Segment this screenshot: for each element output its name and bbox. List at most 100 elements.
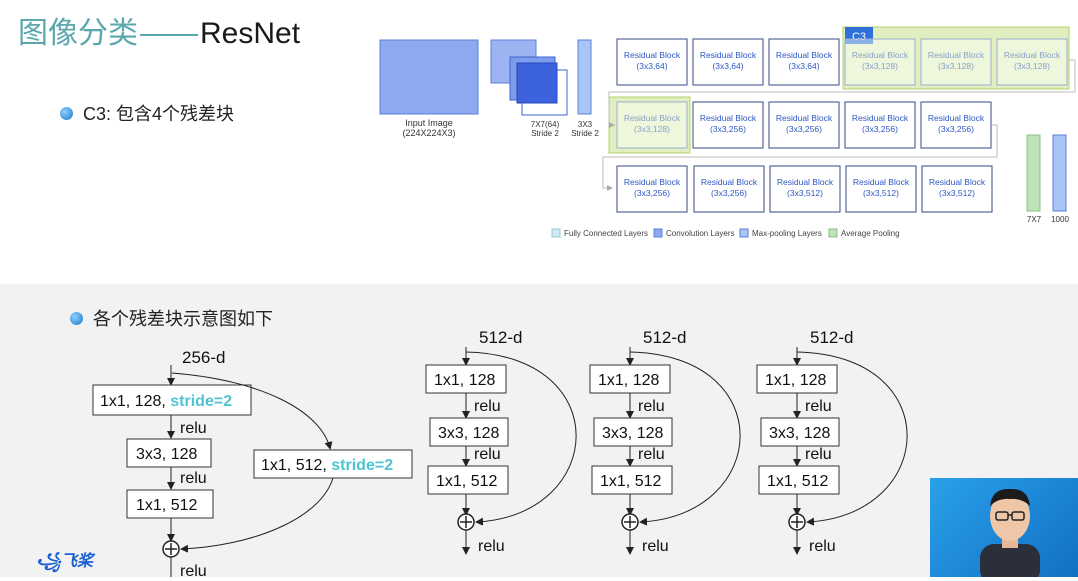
title-en: ResNet bbox=[200, 17, 301, 50]
b4-relu2: relu bbox=[805, 446, 832, 463]
fc-7x7-rect bbox=[1026, 134, 1041, 212]
fc-1000-label: 1000 bbox=[1051, 215, 1069, 224]
b1-layer1-stride: stride=2 bbox=[170, 393, 232, 410]
pool-stride: Stride 2 bbox=[571, 129, 599, 138]
residual-block-dim: (3x3,128) bbox=[1014, 61, 1050, 71]
b2-layer3-box bbox=[427, 465, 509, 495]
residual-block-name: Residual Block bbox=[928, 50, 985, 60]
residual-block-dim: (3x3,256) bbox=[634, 188, 670, 198]
bullet-c3-text: C3: 包含4个残差块 bbox=[83, 104, 235, 124]
pool-label: 3X3 bbox=[578, 120, 593, 129]
residual-block-dim: (3x3,256) bbox=[786, 124, 822, 134]
residual-block-name: Residual Block bbox=[929, 177, 986, 187]
paddle-logo: ꧁飞桨 bbox=[36, 547, 93, 581]
b2-relu1: relu bbox=[474, 398, 501, 415]
residual-block-dim: (3x3,256) bbox=[938, 124, 974, 134]
residual-block-dim: (3x3,256) bbox=[862, 124, 898, 134]
residual-block-name: Residual Block bbox=[700, 113, 757, 123]
b3-layer1-box bbox=[589, 364, 671, 394]
b1-relu3: relu bbox=[180, 563, 207, 577]
residual-block-box bbox=[844, 101, 916, 149]
residual-block-box bbox=[692, 101, 764, 149]
b2-relu3: relu bbox=[478, 538, 505, 555]
svg-text:1x1, 128, stride=2: 1x1, 128, stride=2 bbox=[100, 393, 232, 410]
legend-fc: Fully Connected Layers bbox=[564, 229, 648, 238]
residual-block-box bbox=[845, 165, 917, 213]
residual-block-dim: (3x3,512) bbox=[787, 188, 823, 198]
b4-relu3: relu bbox=[809, 538, 836, 555]
conv-stride: Stride 2 bbox=[531, 129, 559, 138]
b4-layer3-box bbox=[758, 465, 840, 495]
residual-block-name: Residual Block bbox=[624, 50, 681, 60]
conv-label: 7X7(64) bbox=[531, 120, 560, 129]
residual-block-dim: (3x3,128) bbox=[634, 124, 670, 134]
input-image-size: (224X224X3) bbox=[402, 128, 455, 138]
residual-row-1: Residual Block(3x3,64)Residual Block(3x3… bbox=[616, 38, 1068, 86]
bullet-blocks: 各个残差块示意图如下 bbox=[70, 305, 273, 331]
residual-block-name: Residual Block bbox=[852, 50, 909, 60]
title-dash bbox=[140, 34, 198, 37]
b4-layer3: 1x1, 512 bbox=[767, 473, 828, 490]
residual-block-box bbox=[616, 101, 688, 149]
b4-layer2: 3x3, 128 bbox=[769, 425, 830, 442]
pool-rect bbox=[577, 39, 592, 115]
input-image-label: Input Image bbox=[405, 118, 453, 128]
residual-block-box bbox=[616, 165, 688, 213]
b4-input-dim: 512-d bbox=[810, 328, 853, 347]
c3-tag: C3 bbox=[852, 31, 866, 43]
logo-text: 飞桨 bbox=[61, 553, 94, 570]
b3-input-dim: 512-d bbox=[643, 328, 686, 347]
residual-block-name: Residual Block bbox=[852, 113, 909, 123]
residual-block-box bbox=[768, 101, 840, 149]
residual-block-name: Residual Block bbox=[777, 177, 834, 187]
paddle-logo-icon: ꧁ bbox=[36, 553, 61, 570]
fc-1000-rect bbox=[1052, 134, 1067, 212]
presenter-webcam bbox=[930, 478, 1078, 577]
b1-layer1: 1x1, 128, bbox=[100, 393, 170, 410]
residual-block-name: Residual Block bbox=[624, 177, 681, 187]
b2-relu2: relu bbox=[474, 446, 501, 463]
row2-to-row3-connector bbox=[602, 124, 998, 191]
b3-layer2-box bbox=[593, 417, 673, 447]
c3-tag-bg bbox=[845, 27, 873, 44]
b2-layer2: 3x3, 128 bbox=[438, 425, 499, 442]
row1-to-row2-connector bbox=[608, 59, 1076, 128]
fc-7x7-label: 7X7 bbox=[1027, 215, 1042, 224]
b1-shortcut: 1x1, 512, bbox=[261, 457, 331, 474]
b1-input-dim: 256-d bbox=[182, 348, 225, 367]
residual-block-dim: (3x3,128) bbox=[938, 61, 974, 71]
bullet-c3: C3: 包含4个残差块 bbox=[60, 100, 234, 126]
residual-block-1: 256-d 1x1, 128, stride=2 relu 3x3, 128 r… bbox=[92, 348, 413, 577]
residual-block-name: Residual Block bbox=[853, 177, 910, 187]
b1-relu1: relu bbox=[180, 420, 207, 437]
residual-block-name: Residual Block bbox=[776, 113, 833, 123]
residual-block-name: Residual Block bbox=[700, 50, 757, 60]
b2-layer1: 1x1, 128 bbox=[434, 372, 495, 389]
residual-block-name: Residual Block bbox=[624, 113, 681, 123]
bullet-dot-icon bbox=[60, 106, 73, 120]
b1-layer1-box bbox=[92, 384, 252, 416]
bottom-panel bbox=[0, 284, 1078, 577]
title-cn: 图像分类 bbox=[18, 17, 138, 50]
residual-block-dim: (3x3,64) bbox=[636, 61, 667, 71]
b1-shortcut-stride: stride=2 bbox=[331, 457, 393, 474]
residual-block-box bbox=[920, 38, 992, 86]
residual-block-name: Residual Block bbox=[928, 113, 985, 123]
b3-layer2: 3x3, 128 bbox=[602, 425, 663, 442]
b3-layer1: 1x1, 128 bbox=[598, 372, 659, 389]
legend: Fully Connected Layers Convolution Layer… bbox=[551, 228, 900, 238]
residual-block-box bbox=[996, 38, 1068, 86]
residual-row-2: Residual Block(3x3,128)Residual Block(3x… bbox=[616, 101, 992, 149]
b4-relu1: relu bbox=[805, 398, 832, 415]
b1-layer2-box bbox=[126, 438, 212, 468]
b1-layer3: 1x1, 512 bbox=[136, 497, 197, 514]
residual-block-dim: (3x3,256) bbox=[711, 188, 747, 198]
residual-block-name: Residual Block bbox=[701, 177, 758, 187]
b2-shortcut-arrow bbox=[465, 351, 577, 526]
b1-layer2: 3x3, 128 bbox=[136, 446, 197, 463]
b4-shortcut-arrow bbox=[796, 351, 908, 526]
residual-block-box bbox=[616, 38, 688, 86]
residual-block-box bbox=[692, 38, 764, 86]
residual-block-name: Residual Block bbox=[1004, 50, 1061, 60]
